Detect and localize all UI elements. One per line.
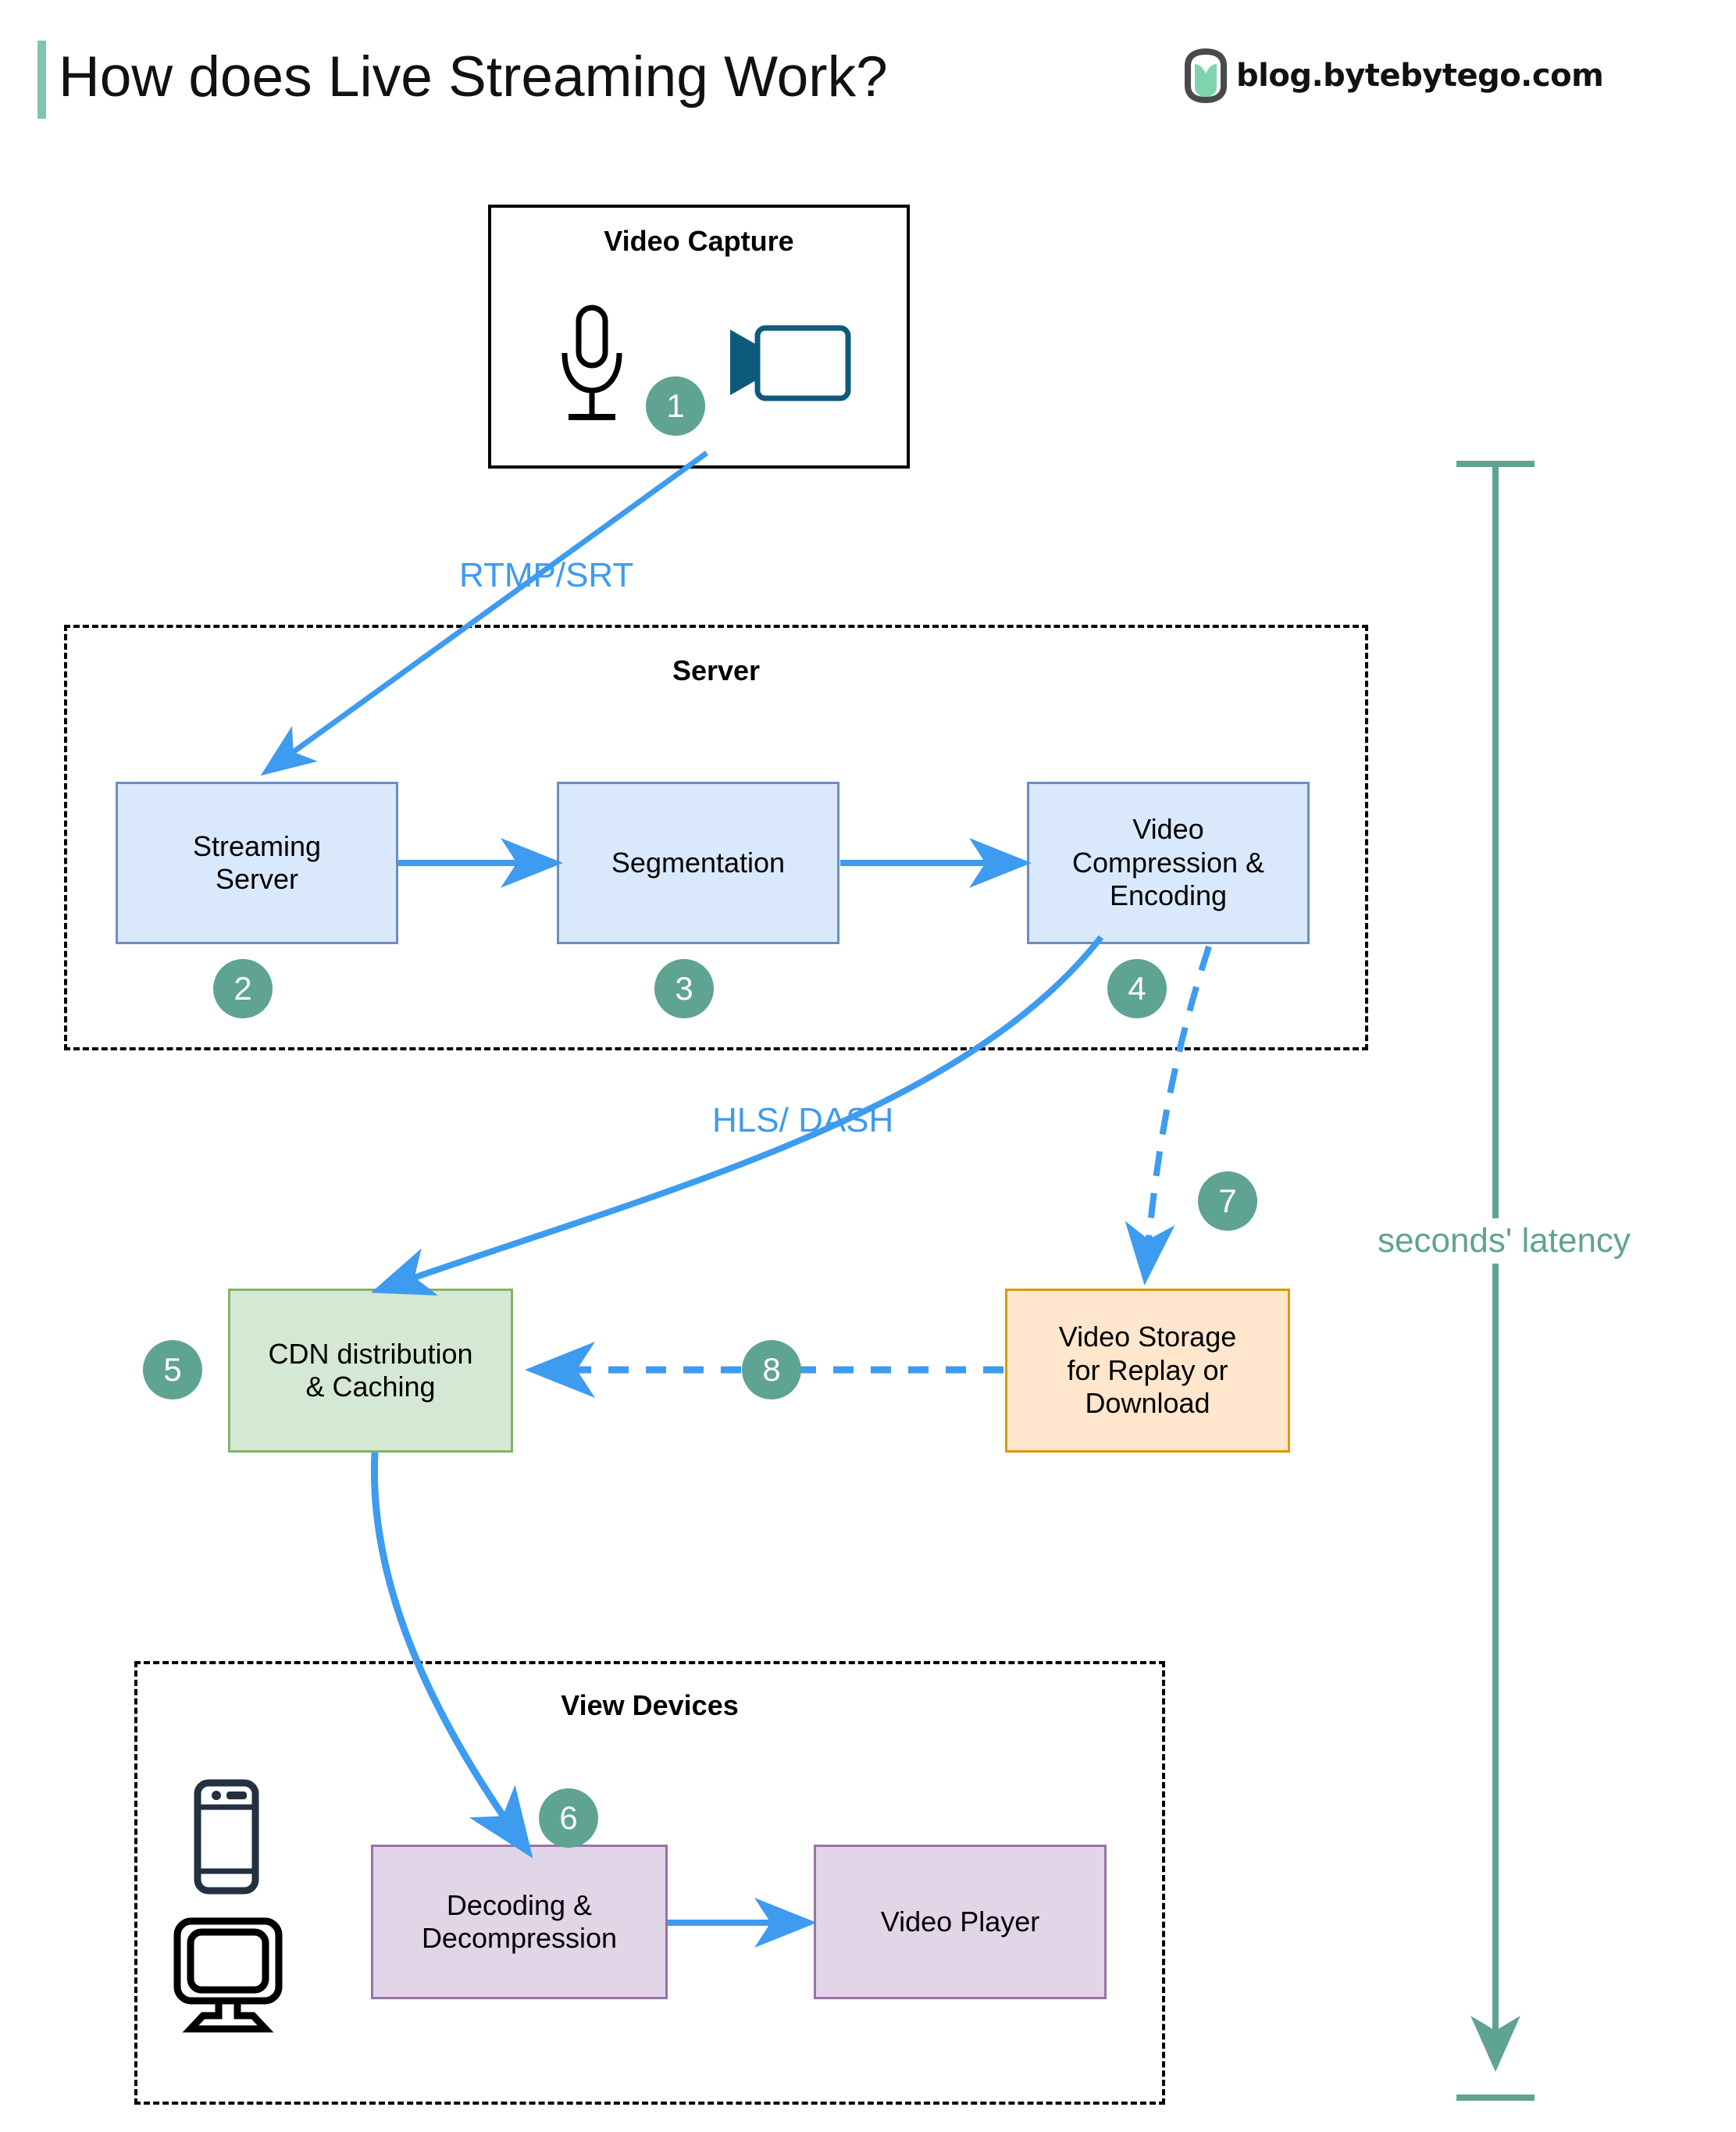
edge-label-hls: HLS/	[712, 1101, 789, 1139]
node-cdn-line1: CDN distribution	[268, 1337, 473, 1370]
edge-label-hls-dash: HLS/ DASH	[712, 1101, 893, 1141]
server-group	[64, 625, 1368, 1050]
node-segmentation: Segmentation	[557, 782, 839, 944]
brand-text: blog.bytebytego.com	[1236, 58, 1604, 94]
badge-step-8: 8	[742, 1340, 801, 1399]
edge-capture-to-streaming-server	[260, 451, 709, 776]
video-camera-icon	[721, 320, 854, 410]
view-devices-group-title: View Devices	[561, 1689, 739, 1721]
desktop-monitor-icon	[173, 1917, 283, 2037]
node-cdn: CDN distribution & Caching	[228, 1289, 513, 1453]
node-video-storage: Video Storage for Replay or Download	[1005, 1289, 1290, 1453]
edge-compression-to-storage	[1125, 945, 1212, 1285]
node-video-compression-line1: Video	[1132, 813, 1204, 846]
node-segmentation-line1: Segmentation	[611, 846, 786, 879]
video-capture-box	[488, 205, 910, 469]
microphone-icon	[549, 303, 635, 432]
latency-annotation: seconds' latency	[1371, 1218, 1637, 1264]
edge-label-dash: DASH	[798, 1101, 894, 1139]
node-video-player-line1: Video Player	[880, 1905, 1040, 1938]
edge-compression-to-cdn	[370, 935, 1104, 1296]
node-video-compression-line3: Encoding	[1109, 879, 1228, 912]
node-streaming-server-line2: Server	[215, 863, 298, 895]
badge-step-4: 4	[1107, 959, 1167, 1018]
badge-step-2: 2	[213, 959, 273, 1018]
badge-step-5: 5	[143, 1340, 202, 1399]
server-group-title: Server	[672, 654, 761, 686]
title-accent-bar	[37, 41, 46, 119]
node-streaming-server: Streaming Server	[116, 782, 398, 944]
badge-step-7: 7	[1198, 1171, 1257, 1231]
video-capture-title: Video Capture	[604, 225, 794, 257]
badge-step-6: 6	[539, 1788, 598, 1848]
bytebytego-logo-icon	[1182, 48, 1230, 104]
node-video-storage-line3: Download	[1085, 1387, 1210, 1420]
header: How does Live Streaming Work? blog.byteb…	[0, 0, 1736, 148]
mobile-phone-icon	[194, 1779, 259, 1898]
node-video-compression-line2: Compression &	[1071, 846, 1265, 879]
edge-label-rtmp-srt: RTMP/SRT	[459, 556, 634, 594]
node-video-player: Video Player	[814, 1845, 1107, 1999]
node-video-storage-line2: for Replay or	[1067, 1353, 1228, 1386]
page-title: How does Live Streaming Work?	[59, 45, 888, 109]
view-devices-group	[134, 1661, 1165, 2105]
node-video-storage-line1: Video Storage	[1058, 1321, 1237, 1353]
node-decoding-line2: Decompression	[421, 1922, 618, 1954]
badge-step-3: 3	[654, 959, 714, 1018]
edge-cdn-to-decoding	[370, 1452, 533, 1859]
badge-step-1: 1	[646, 376, 705, 436]
node-decoding: Decoding & Decompression	[371, 1845, 668, 1999]
brand: blog.bytebytego.com	[1182, 48, 1604, 104]
node-streaming-server-line1: Streaming	[192, 829, 322, 862]
node-cdn-line2: & Caching	[305, 1371, 436, 1403]
node-decoding-line1: Decoding &	[446, 1888, 593, 1921]
node-video-compression: Video Compression & Encoding	[1027, 782, 1310, 944]
latency-bracket	[1456, 461, 1535, 2101]
